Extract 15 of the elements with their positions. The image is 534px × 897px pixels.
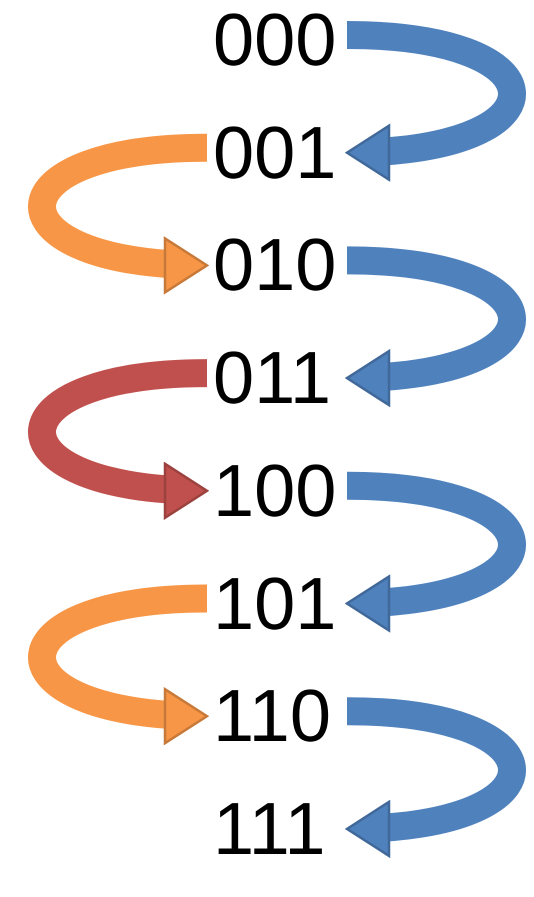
curved-arrow	[346, 21, 526, 179]
binary-number: 010	[213, 234, 338, 296]
binary-number: 100	[213, 460, 338, 522]
curved-arrow	[346, 697, 526, 856]
binary-number: 000	[213, 9, 338, 71]
binary-number: 111	[213, 798, 326, 860]
binary-number: 110	[213, 685, 332, 748]
curved-arrow	[28, 134, 208, 292]
curved-arrow	[346, 472, 526, 630]
binary-number: 101	[213, 572, 338, 634]
curved-arrow	[28, 359, 208, 518]
binary-number: 001	[213, 122, 338, 184]
curved-arrow	[28, 584, 208, 742]
binary-number: 011	[213, 347, 332, 410]
curved-arrow	[346, 246, 526, 404]
